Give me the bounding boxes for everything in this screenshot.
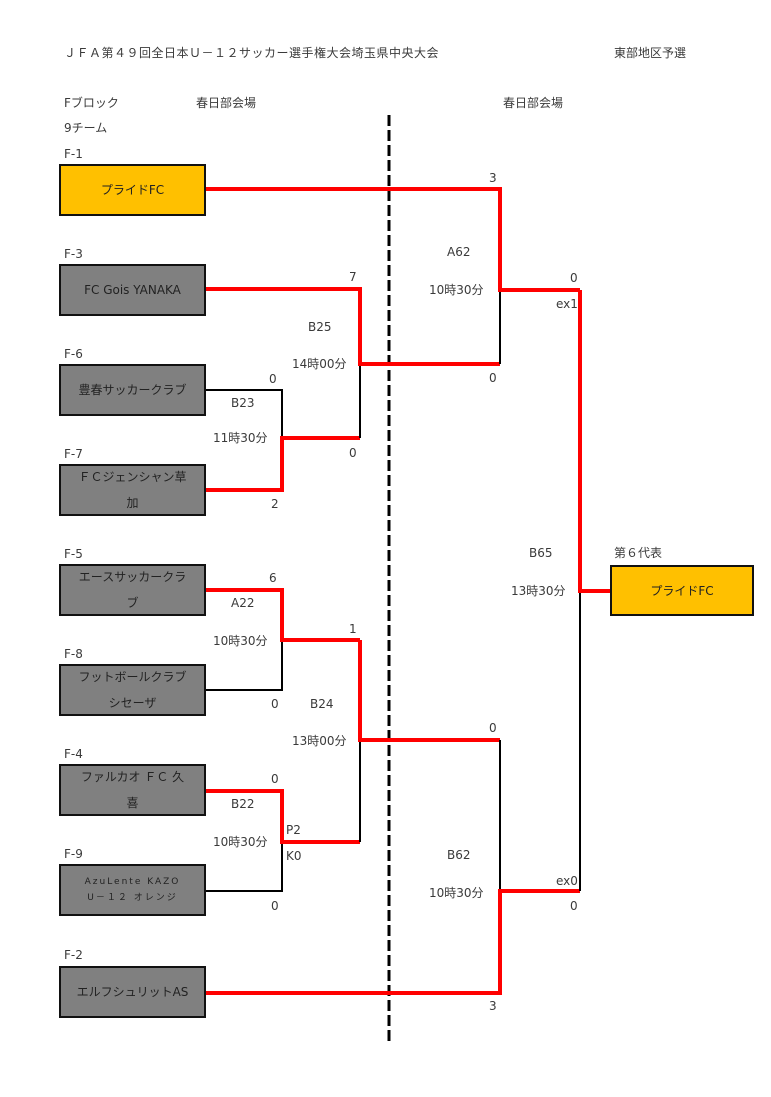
- score: 1: [349, 622, 357, 636]
- match-time: 14時00分: [292, 357, 347, 371]
- team-box-f8[interactable]: フットボールクラブ シセーザ: [59, 664, 206, 716]
- line-b22-winner: [205, 789, 360, 844]
- match-time: 11時30分: [213, 431, 268, 445]
- score: 7: [349, 270, 357, 284]
- match-code: B62: [447, 848, 471, 862]
- team-name-line1: ＦＣジェンシャン草: [78, 470, 187, 484]
- teams-count: 9チーム: [64, 121, 108, 135]
- score: 0: [570, 271, 578, 285]
- team-seed: F-1: [64, 147, 83, 161]
- extra-time-score: ex1: [556, 297, 578, 311]
- team-seed: F-3: [64, 247, 83, 261]
- team-name-line2: U－１２ オレンジ: [87, 893, 178, 903]
- representative-team-name: プライドFC: [650, 583, 714, 598]
- score: 2: [271, 497, 279, 511]
- team-box-f9[interactable]: AzuLente KAZO U－１２ オレンジ: [59, 864, 206, 916]
- team-seed: F-5: [64, 547, 83, 561]
- venue-left: 春日部会場: [196, 96, 257, 110]
- team-name-line2: シセーザ: [108, 696, 157, 710]
- representative-team-box[interactable]: プライドFC: [610, 565, 754, 616]
- score: 0: [271, 772, 279, 786]
- team-box-f1[interactable]: プライドFC: [59, 164, 206, 216]
- match-code: B65: [529, 546, 553, 560]
- venue-right: 春日部会場: [503, 96, 564, 110]
- match-time: 10時30分: [213, 634, 268, 648]
- team-seed: F-6: [64, 347, 83, 361]
- line-b65-winner: [578, 290, 610, 593]
- team-box-f5[interactable]: エースサッカークラ ブ: [59, 564, 206, 616]
- score: 3: [489, 999, 497, 1013]
- line-b62-winner: [205, 889, 580, 995]
- score: 0: [271, 899, 279, 913]
- team-name-line1: エースサッカークラ: [78, 570, 187, 584]
- block-name: Fブロック: [64, 96, 119, 110]
- team-seed: F-9: [64, 847, 83, 861]
- score: 0: [269, 372, 277, 386]
- match-time: 13時00分: [292, 734, 347, 748]
- tournament-subtitle: 東部地区予選: [614, 46, 687, 60]
- match-time: 10時30分: [429, 283, 484, 297]
- match-time: 10時30分: [213, 835, 268, 849]
- team-name: 豊春サッカークラブ: [78, 383, 187, 397]
- team-box-f4[interactable]: ファルカオ ＦＣ 久 喜: [59, 764, 206, 816]
- team-name-line1: AzuLente KAZO: [84, 877, 181, 887]
- team-name-line1: ファルカオ ＦＣ 久: [80, 770, 185, 784]
- match-time: 10時30分: [429, 886, 484, 900]
- score: 0: [271, 697, 279, 711]
- match-time: 13時30分: [511, 584, 566, 598]
- team-name-line2: ブ: [126, 596, 139, 610]
- line-b23-winner: [205, 436, 360, 492]
- match-code: B24: [310, 697, 334, 711]
- match-code: A22: [231, 596, 255, 610]
- score: 0: [489, 721, 497, 735]
- pk-score: P2: [286, 823, 301, 837]
- representative-label: 第６代表: [614, 546, 663, 560]
- match-code: B22: [231, 797, 255, 811]
- pk-score: K0: [286, 849, 302, 863]
- line-b23-top: [205, 389, 283, 438]
- match-code: B23: [231, 396, 255, 410]
- match-code: B25: [308, 320, 332, 334]
- score: 0: [489, 371, 497, 385]
- team-name: FC Gois YANAKA: [84, 283, 181, 297]
- line-b24-winner: [358, 640, 500, 742]
- team-name-line1: フットボールクラブ: [78, 670, 187, 684]
- team-name-line2: 喜: [126, 796, 139, 810]
- team-box-f2[interactable]: エルフシュリットAS: [59, 966, 206, 1018]
- line-a22-bottom: [205, 640, 283, 691]
- line-b25-winner: [205, 287, 500, 366]
- team-seed: F-2: [64, 948, 83, 962]
- team-name: エルフシュリットAS: [76, 985, 189, 999]
- score: 6: [269, 571, 277, 585]
- tournament-title: ＪＦＡ第４９回全日本Ｕ－１２サッカー選手権大会埼玉県中央大会: [64, 46, 440, 60]
- line-b22-bottom: [205, 842, 283, 892]
- extra-time-score: ex0: [556, 874, 578, 888]
- score: 0: [349, 446, 357, 460]
- team-name-line2: 加: [126, 496, 139, 510]
- line-a22-winner: [205, 588, 360, 642]
- team-seed: F-7: [64, 447, 83, 461]
- team-box-f6[interactable]: 豊春サッカークラブ: [59, 364, 206, 416]
- score: 3: [489, 171, 497, 185]
- score: 0: [570, 899, 578, 913]
- match-code: A62: [447, 245, 471, 259]
- team-seed: F-8: [64, 647, 83, 661]
- team-box-f7[interactable]: ＦＣジェンシャン草 加: [59, 464, 206, 516]
- team-box-f3[interactable]: FC Gois YANAKA: [59, 264, 206, 316]
- line-a62-winner: [205, 187, 580, 292]
- team-name: プライドFC: [100, 183, 165, 197]
- team-seed: F-4: [64, 747, 83, 761]
